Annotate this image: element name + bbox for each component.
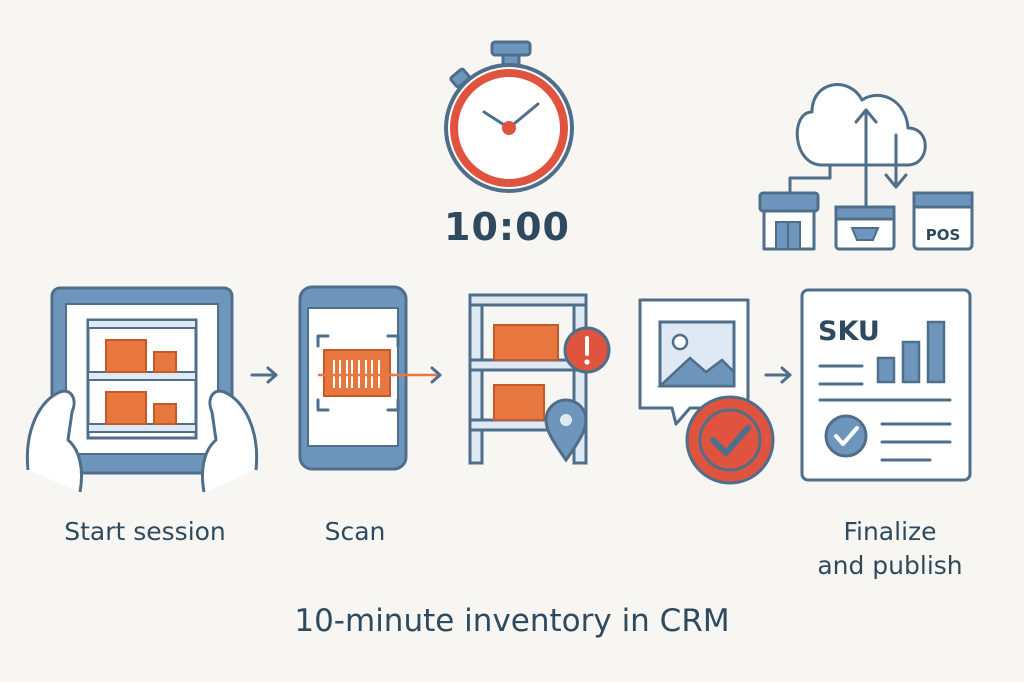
device-icon <box>834 205 896 251</box>
pos-terminal-icon: POS <box>912 191 974 251</box>
shelf-alert-icon <box>468 293 611 465</box>
store-icon <box>758 191 820 251</box>
step-2-label-text: Scan <box>324 517 386 546</box>
diagram-caption: 10-minute inventory in CRM <box>294 603 730 639</box>
pos-label: POS <box>926 226 961 244</box>
stopwatch-icon <box>444 40 574 193</box>
tablet-shelf-icon <box>25 286 259 493</box>
step-1-label-text: Start session <box>64 517 226 546</box>
timer-readout: 10:00 <box>444 205 570 249</box>
step-2-label: Scan <box>290 515 420 549</box>
step-5-label-line2: and publish <box>817 551 963 580</box>
sku-label: SKU <box>818 316 880 347</box>
sku-report-icon: SKU <box>800 288 972 482</box>
phone-barcode-icon <box>298 285 440 471</box>
step-5-label: Finalize and publish <box>790 515 990 583</box>
cloud-sync-icon: POS <box>758 83 974 251</box>
step-5-label-line1: Finalize <box>843 517 937 546</box>
photo-check-icon <box>638 298 775 485</box>
step-1-label: Start session <box>40 515 250 549</box>
